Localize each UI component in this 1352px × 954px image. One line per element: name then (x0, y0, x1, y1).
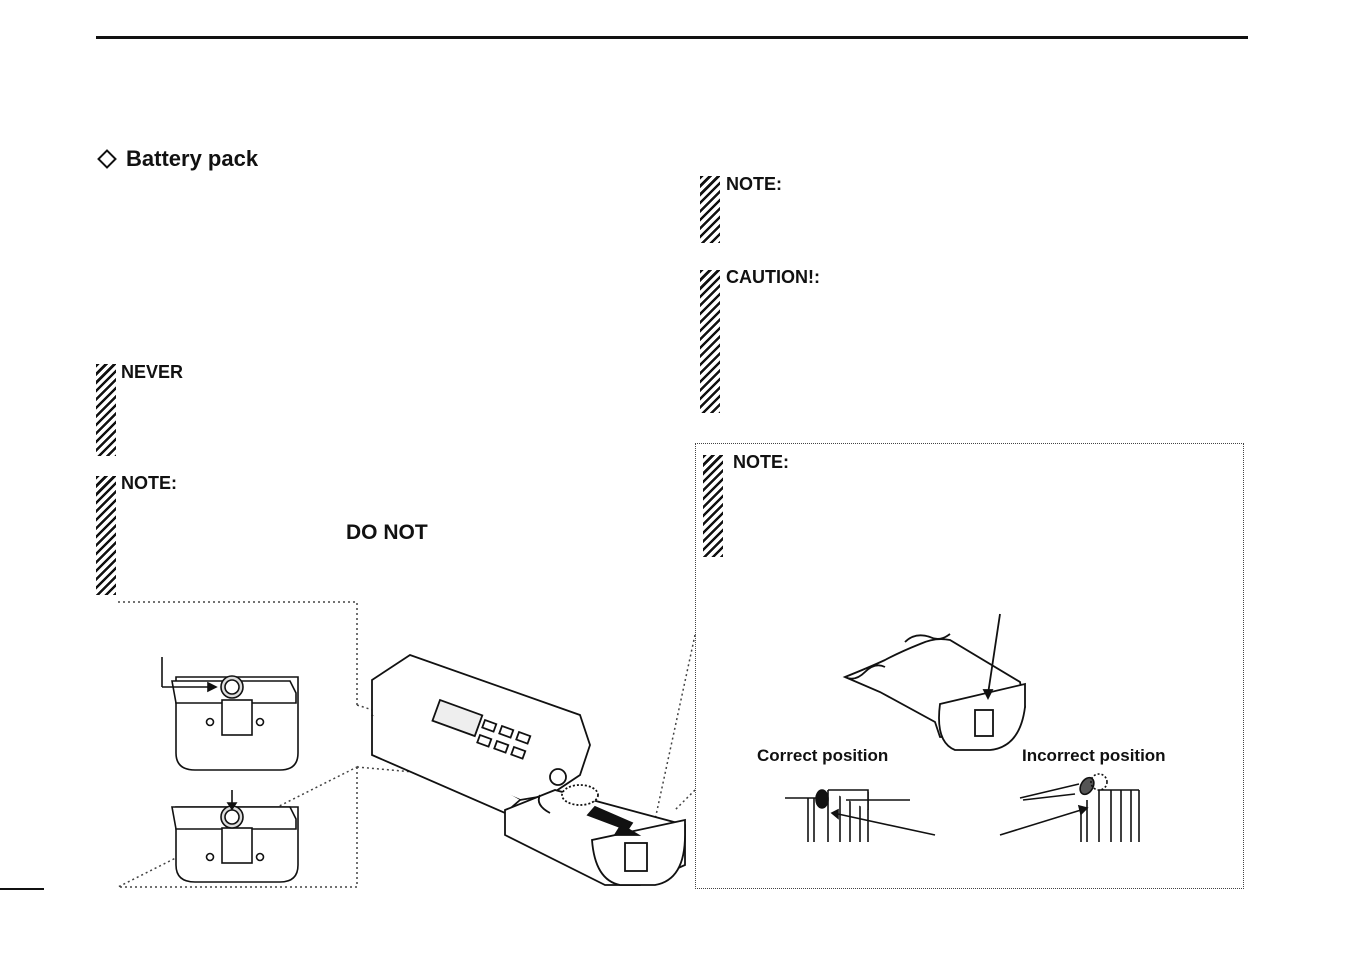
latch-open-view (161, 657, 299, 771)
latch-closed-view (171, 790, 299, 883)
radio-body (371, 654, 591, 815)
caution-label: CAUTION!: (726, 267, 820, 287)
do-not-label: DO NOT (346, 521, 428, 544)
note-label: NOTE: (121, 473, 177, 493)
section-title-text: Battery pack (126, 146, 259, 171)
incorrect-position-caption: Incorrect position (1022, 746, 1166, 765)
section-title: Battery pack (96, 146, 258, 172)
caution-hatch-bar (700, 270, 720, 413)
top-rule (96, 36, 1248, 39)
battery-removal-illustration (117, 601, 696, 888)
diamond-icon (97, 149, 117, 169)
right-note-hatch-bar (700, 176, 720, 243)
correct-position-diagram (785, 789, 936, 842)
never-label: NEVER (121, 362, 184, 382)
page-number-rule (0, 888, 44, 890)
never-hatch-bar (96, 364, 116, 456)
incorrect-position-diagram (999, 773, 1140, 842)
correct-position-caption: Correct position (757, 746, 889, 765)
note-hatch-bar (96, 476, 116, 595)
right-note-label: NOTE: (726, 174, 782, 194)
battery-seal-illustration (842, 613, 1026, 751)
battery-pack-illustration (504, 784, 686, 886)
box-note-hatch-bar (703, 455, 723, 557)
note-figure-box (695, 443, 1244, 889)
box-note-label: NOTE: (733, 452, 789, 472)
